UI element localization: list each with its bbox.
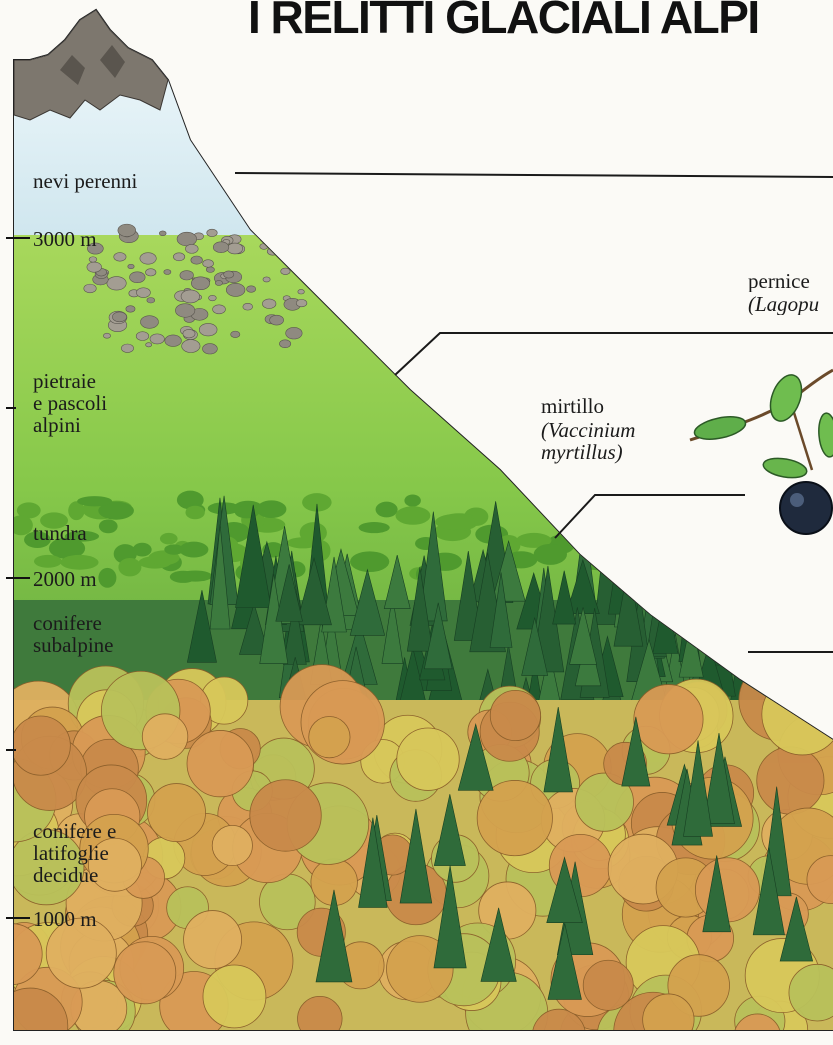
zone-label-deciduous: conifere e latifoglie decidue <box>33 820 116 886</box>
callout-ptarmigan-name: pernice <box>748 270 833 292</box>
zone-label-tundra: tundra <box>33 522 87 544</box>
deciduous-forest <box>0 660 833 1045</box>
zone-label-snow: nevi perenni <box>33 170 137 192</box>
altitude-label-3000: 3000 m <box>33 228 97 250</box>
callout-bilberry-name: mirtillo <box>541 395 604 417</box>
altitude-label-2000: 2000 m <box>33 568 97 590</box>
callout-ptarmigan-scientific: (Lagopu <box>748 293 833 315</box>
bilberry-sprig <box>690 370 833 534</box>
page-title: I RELITTI GLACIALI ALPI <box>248 0 833 40</box>
altitude-label-1000: 1000 m <box>33 908 97 930</box>
callout-bilberry-scientific: (Vaccinium myrtillus) <box>541 419 635 463</box>
zone-label-rocks-pastures: pietraie e pascoli alpini <box>33 370 107 436</box>
zone-label-subalpine-conifers: conifere subalpine <box>33 612 113 656</box>
